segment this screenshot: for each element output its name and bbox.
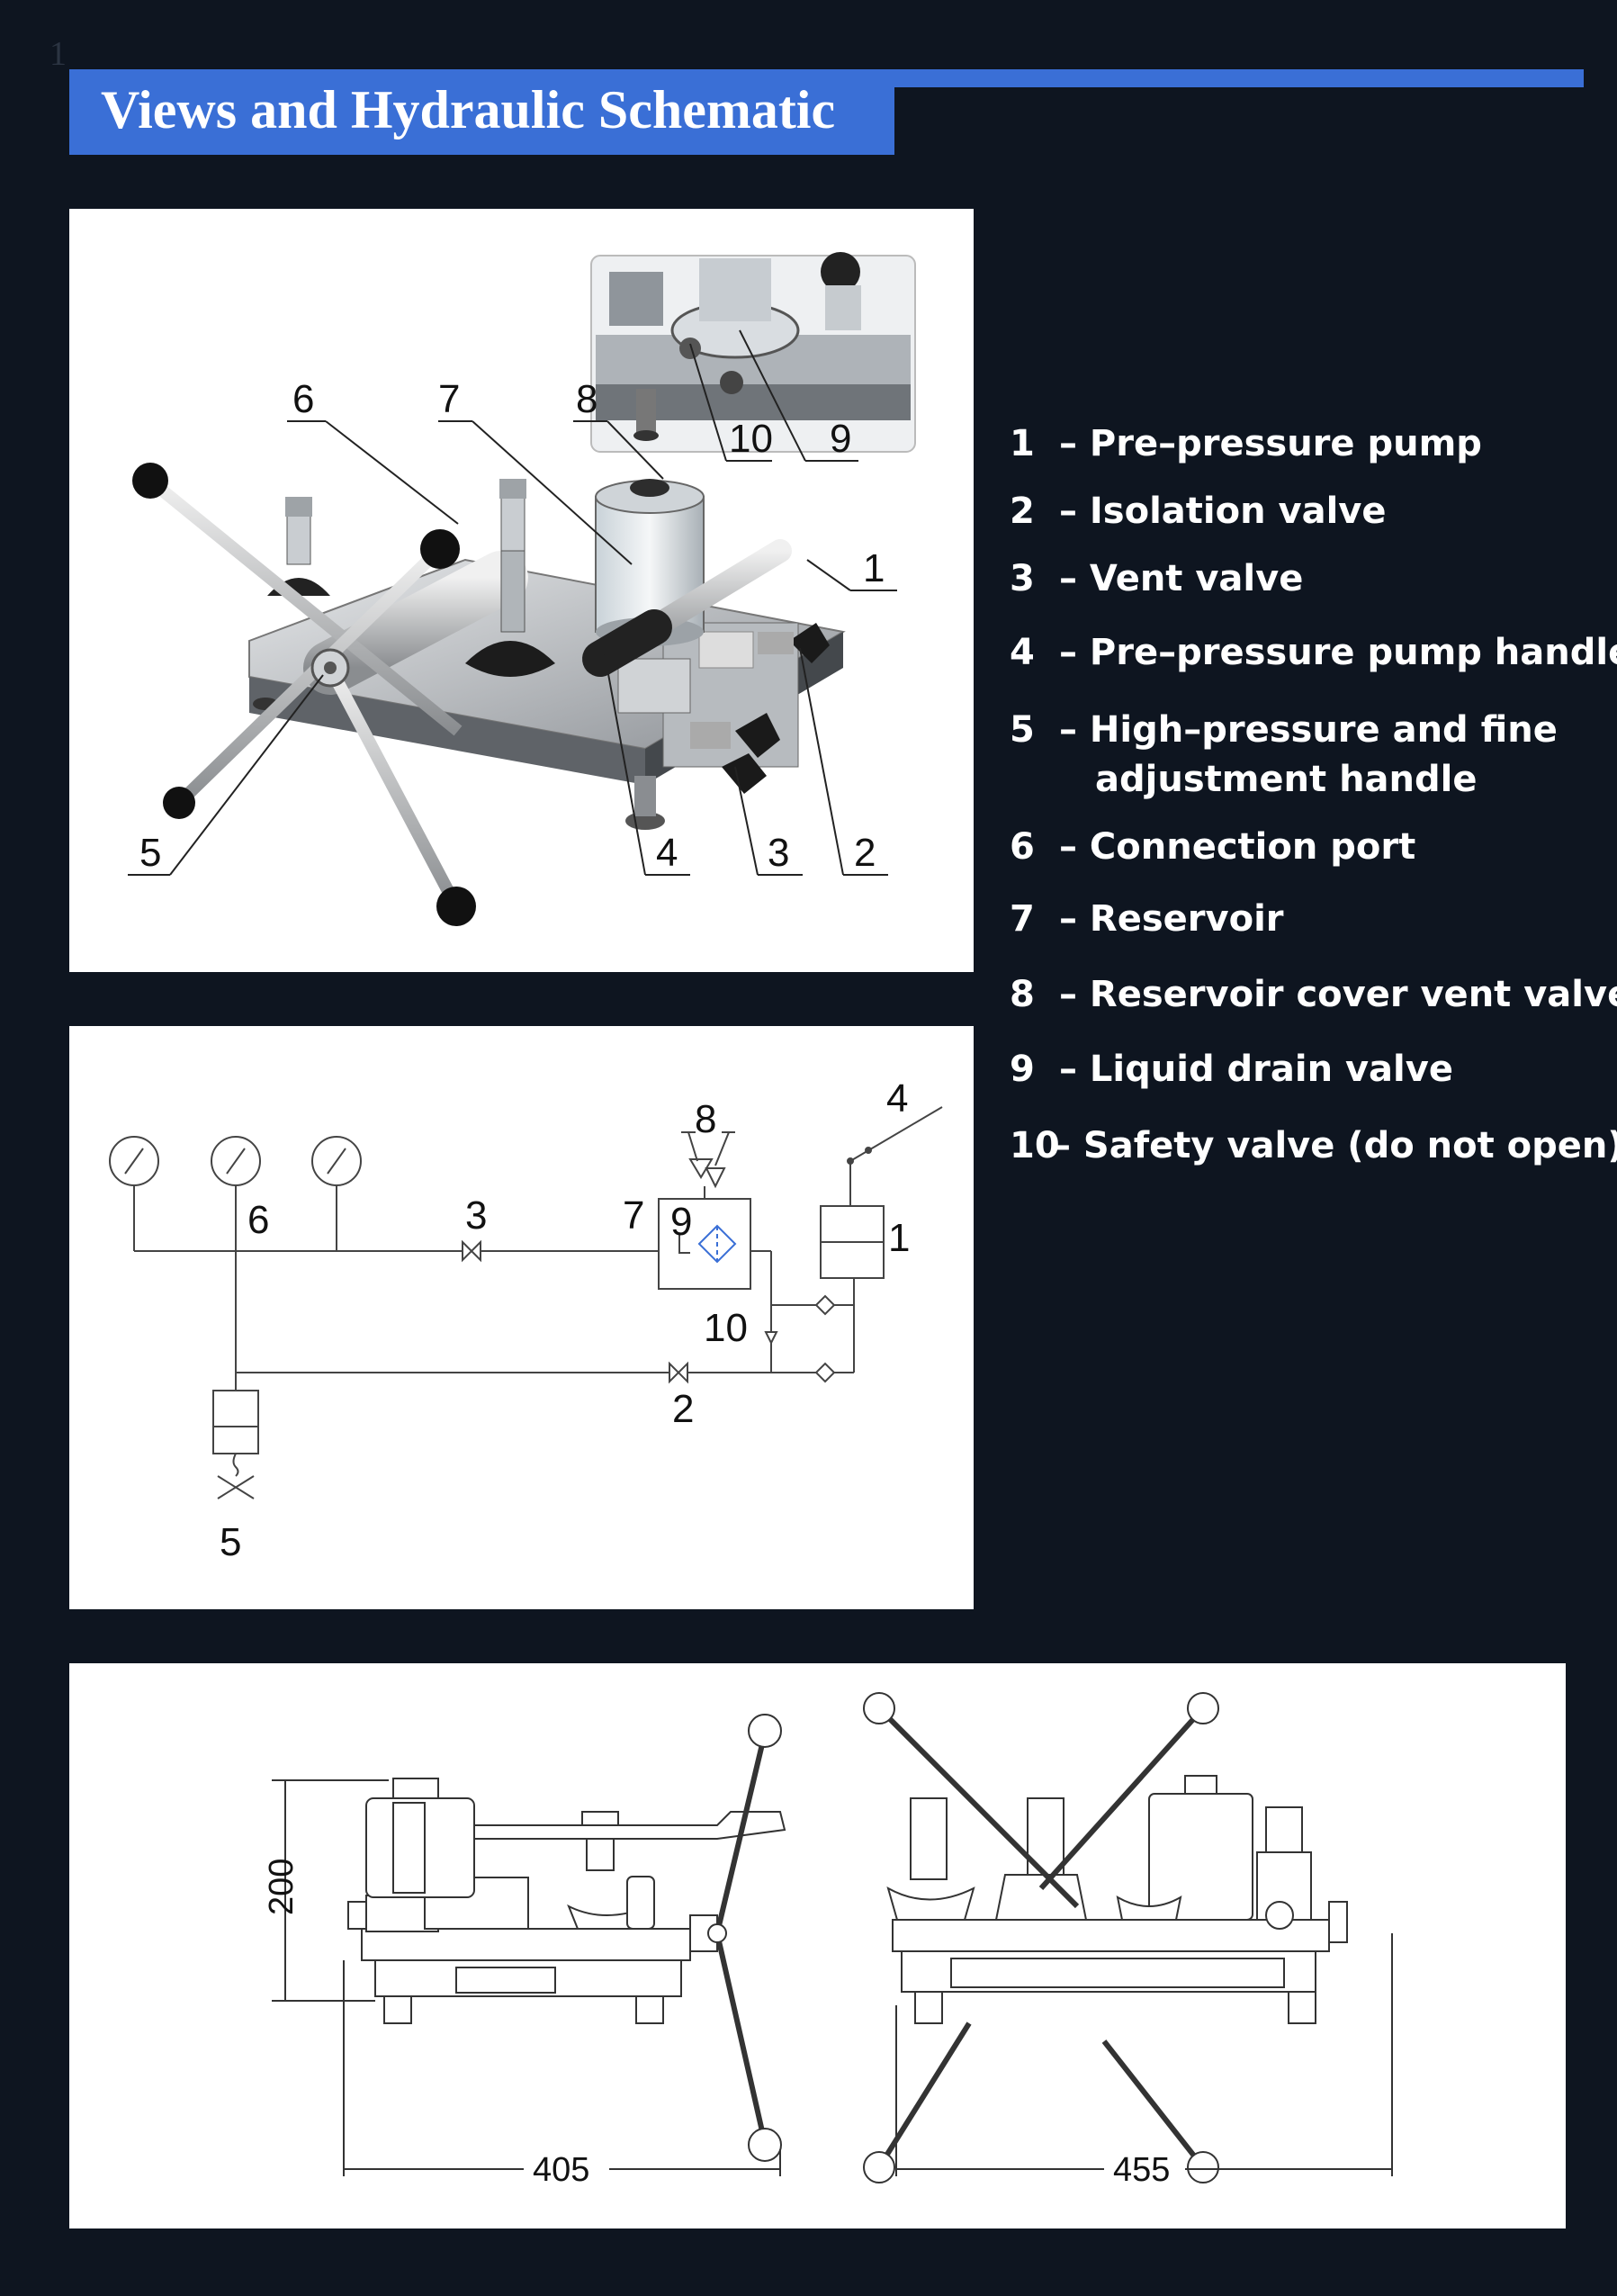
schematic-label-3: 3 [465, 1193, 487, 1238]
side-view-drawing [347, 1714, 786, 2162]
dimension-lines [272, 1779, 1393, 2176]
dimension-labels: 200 405 455 [263, 1859, 1170, 2189]
schematic-label-6: 6 [247, 1198, 269, 1242]
callout-10: 10 [729, 417, 773, 461]
dimension-drawings-panel: 200 405 455 [69, 1663, 1566, 2228]
schematic-label-5: 5 [220, 1520, 241, 1564]
callout-9: 9 [830, 417, 851, 461]
hydraulic-schematic: 8 4 6 3 7 9 1 10 2 5 [109, 1076, 943, 1564]
front-view-drawing [863, 1692, 1348, 2183]
callout-6: 6 [292, 377, 314, 421]
high-pressure-cylinder-symbol [212, 1390, 259, 1454]
legend-item-continuation: adjustment handle [1095, 759, 1478, 800]
callout-4: 4 [656, 831, 678, 875]
callout-3: 3 [768, 831, 789, 875]
side-valves [690, 623, 830, 794]
inset-closeup [590, 252, 916, 453]
hydraulic-schematic-panel: 8 4 6 3 7 9 1 10 2 5 [69, 1026, 974, 1609]
callout-7: 7 [438, 377, 460, 421]
legend-item: 2– Isolation valve [1010, 491, 1387, 532]
dimension-drawings: 200 405 455 [263, 1692, 1393, 2189]
schematic-label-10: 10 [704, 1306, 748, 1350]
legend-item: 7– Reservoir [1010, 898, 1284, 940]
schematic-label-2: 2 [672, 1387, 694, 1431]
callout-5: 5 [139, 831, 161, 875]
product-illustration: 6 7 8 10 9 1 5 4 3 2 [128, 252, 916, 926]
schematic-label-9: 9 [670, 1200, 692, 1244]
legend-item: 3– Vent valve [1010, 558, 1304, 599]
height-dimension: 200 [263, 1859, 301, 1915]
callout-8: 8 [576, 377, 597, 421]
front-width-dimension: 455 [1113, 2151, 1170, 2189]
schematic-label-1: 1 [888, 1216, 910, 1260]
legend-item: 9– Liquid drain valve [1010, 1049, 1453, 1090]
page-number: 1 [49, 35, 67, 73]
callout-2: 2 [854, 831, 876, 875]
vent-valve-symbol [462, 1239, 481, 1263]
photo-callouts: 6 7 8 10 9 1 5 4 3 2 [139, 377, 885, 875]
fine-adjustment-handle [132, 463, 476, 926]
schematic-labels: 8 4 6 3 7 9 1 10 2 5 [220, 1076, 910, 1564]
schematic-label-4: 4 [886, 1076, 908, 1121]
legend-item: 8– Reservoir cover vent valve [1010, 974, 1617, 1015]
header-box [69, 69, 894, 155]
callout-1: 1 [863, 546, 885, 590]
legend-item: 5– High–pressure and fine [1010, 709, 1558, 751]
legend-item: 1– Pre–pressure pump [1010, 423, 1482, 464]
legend-item: 6– Connection port [1010, 826, 1416, 868]
page-title: Views and Hydraulic Schematic [101, 80, 836, 140]
legend-item: 4– Pre–pressure pump handle [1010, 632, 1617, 673]
callout-leaders [128, 329, 897, 876]
side-width-dimension: 405 [533, 2151, 589, 2189]
isolation-valve-symbol [669, 1361, 688, 1384]
schematic-label-7: 7 [623, 1193, 644, 1238]
legend-item: 10– Safety valve (do not open) [1010, 1125, 1617, 1166]
product-view-panel: 6 7 8 10 9 1 5 4 3 2 [69, 209, 974, 972]
schematic-label-8: 8 [695, 1097, 716, 1141]
